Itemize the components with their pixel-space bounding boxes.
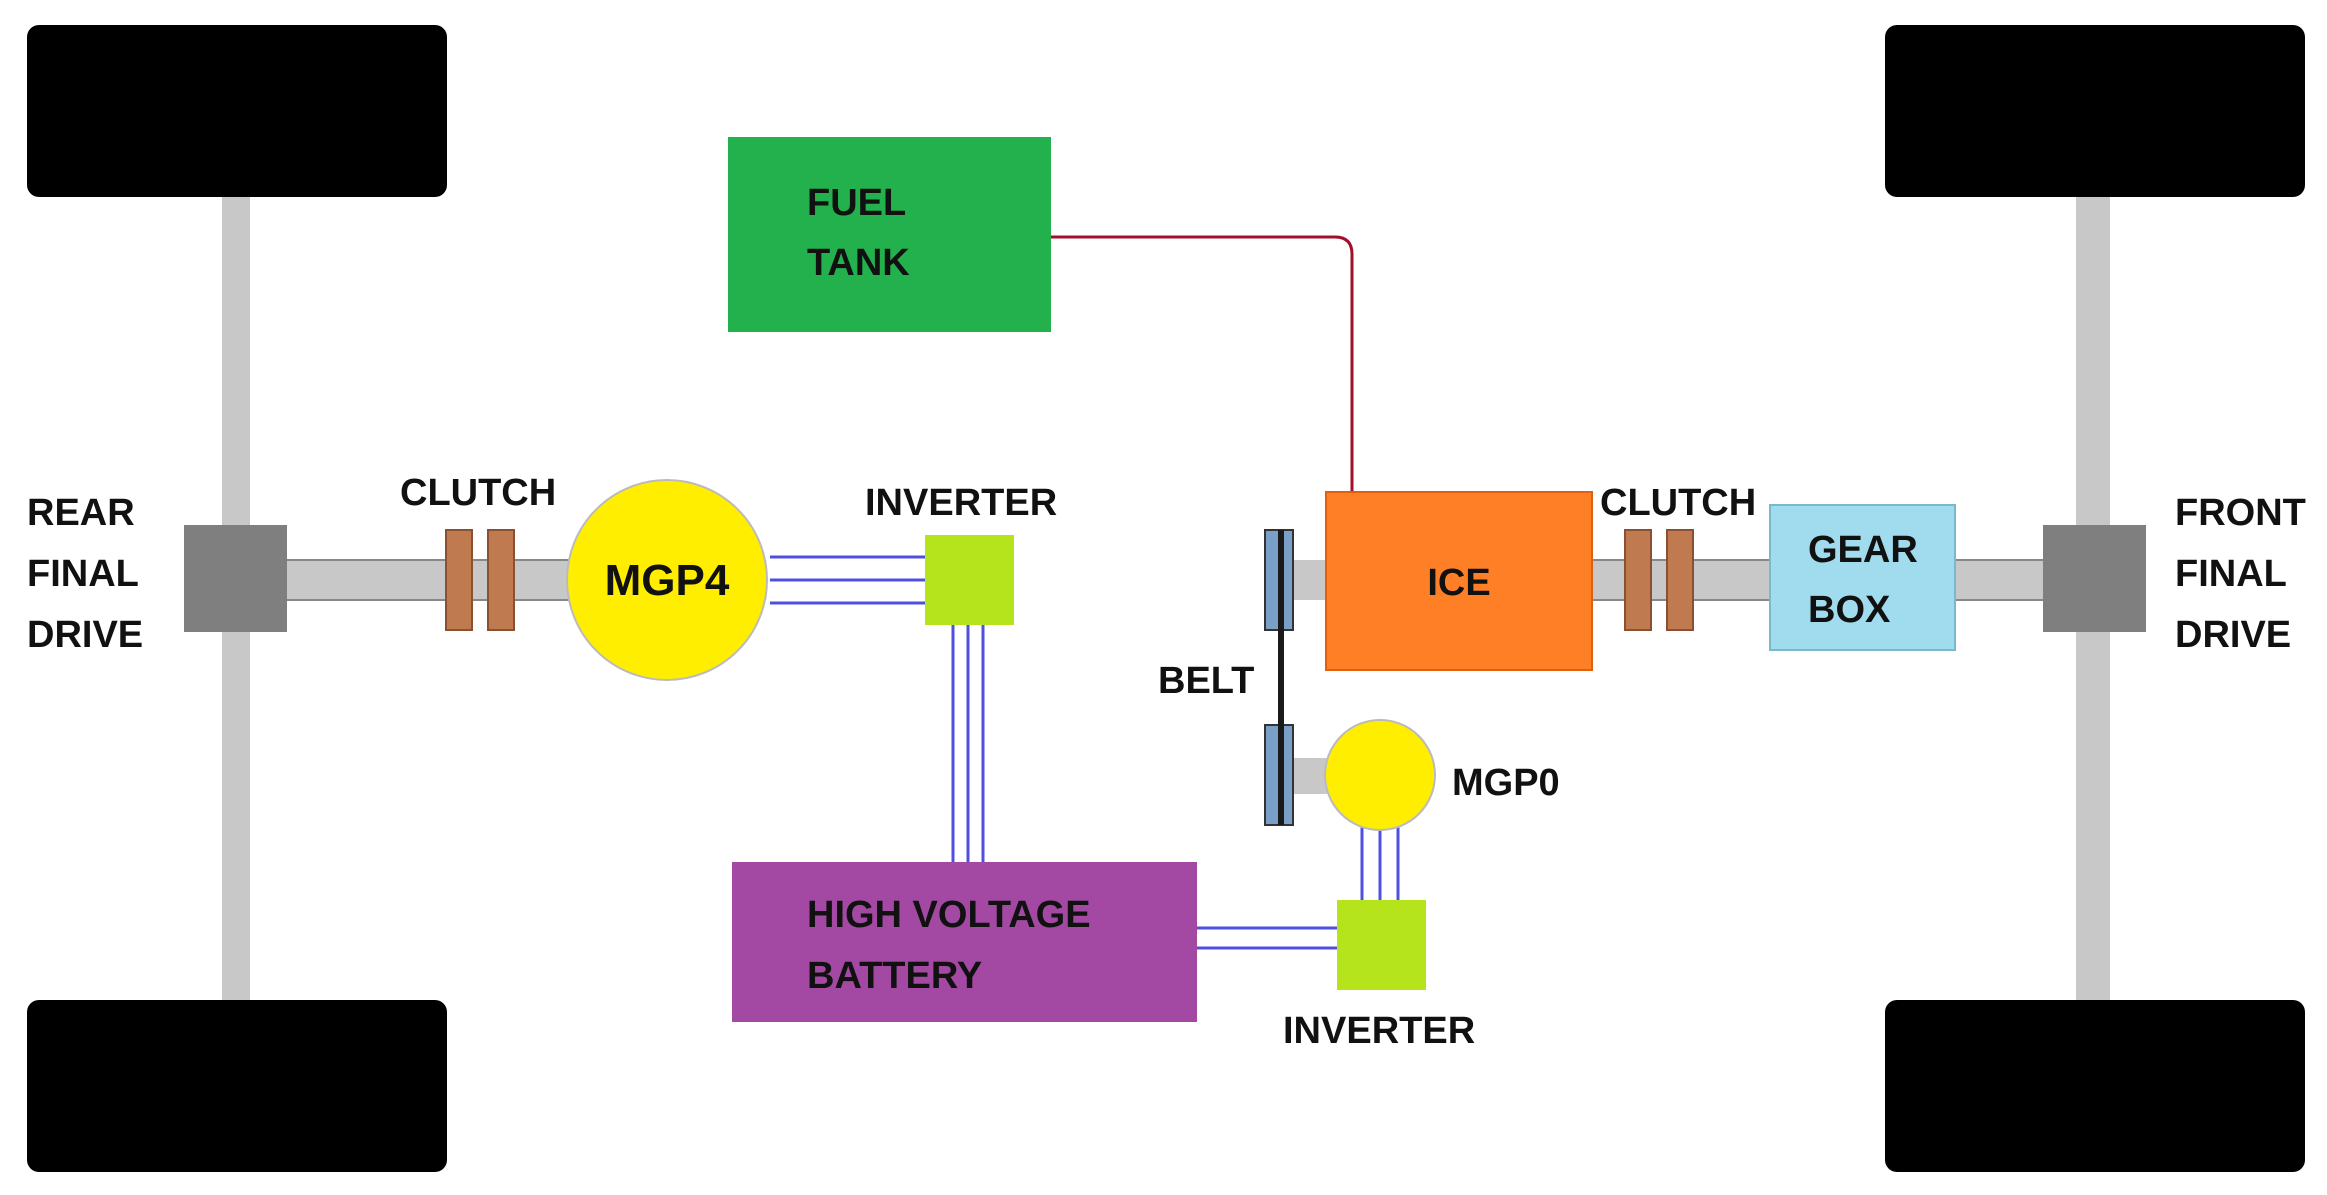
rear-drive-label-1: REAR	[27, 492, 135, 534]
fuel-tank-label-2: TANK	[807, 242, 910, 284]
mgp0-motor	[1324, 719, 1436, 831]
rear-top-wheel	[27, 25, 447, 197]
inverter-bottom-label: INVERTER	[1283, 1010, 1475, 1052]
mgp0-label: MGP0	[1452, 762, 1560, 804]
gear-box-label-2: BOX	[1808, 589, 1891, 631]
battery-hv-wires	[1195, 926, 1340, 950]
front-clutch-plate-2	[1666, 529, 1694, 631]
front-drive-label-1: FRONT	[2175, 492, 2306, 534]
battery-label-1: HIGH VOLTAGE	[807, 894, 1091, 936]
inverter-bottom	[1337, 900, 1426, 990]
front-top-wheel	[1885, 25, 2305, 197]
fuel-line	[1050, 235, 1354, 492]
rear-clutch-plate-2	[487, 529, 515, 631]
mgp0-shaft	[1292, 758, 1327, 794]
gear-box	[1769, 504, 1956, 651]
mgp0-hv-wires	[1360, 825, 1400, 902]
rear-final-drive	[184, 525, 287, 632]
mgp4-motor	[566, 479, 768, 681]
belt-label: BELT	[1158, 660, 1254, 702]
ice-engine	[1325, 491, 1593, 671]
front-bottom-wheel	[1885, 1000, 2305, 1172]
gear-box-label-1: GEAR	[1808, 529, 1918, 571]
fuel-tank-label-1: FUEL	[807, 182, 906, 224]
high-voltage-battery	[732, 862, 1197, 1022]
fuel-tank	[728, 137, 1051, 332]
rear-drive-label-2: FINAL	[27, 553, 139, 595]
front-final-drive	[2043, 525, 2146, 632]
mgp4-label: MGP4	[605, 556, 730, 605]
rear-bottom-wheel	[27, 1000, 447, 1172]
front-clutch-plate-1	[1624, 529, 1652, 631]
front-drive-label-2: FINAL	[2175, 553, 2287, 595]
front-clutch-label: CLUTCH	[1600, 482, 1756, 524]
rear-driveshaft	[285, 559, 587, 601]
inverter-top-hv-wires	[951, 622, 985, 862]
inverter-top-label: INVERTER	[865, 482, 1057, 524]
inverter-top	[925, 535, 1014, 625]
mgp4-hv-wires	[770, 555, 928, 605]
rear-clutch-plate-1	[445, 529, 473, 631]
front-driveshaft-b	[1949, 559, 2051, 601]
ice-label: ICE	[1427, 562, 1490, 604]
battery-label-2: BATTERY	[807, 955, 982, 997]
front-drive-label-3: DRIVE	[2175, 614, 2291, 656]
rear-drive-label-3: DRIVE	[27, 614, 143, 656]
belt	[1278, 530, 1284, 825]
rear-clutch-label: CLUTCH	[400, 472, 556, 514]
